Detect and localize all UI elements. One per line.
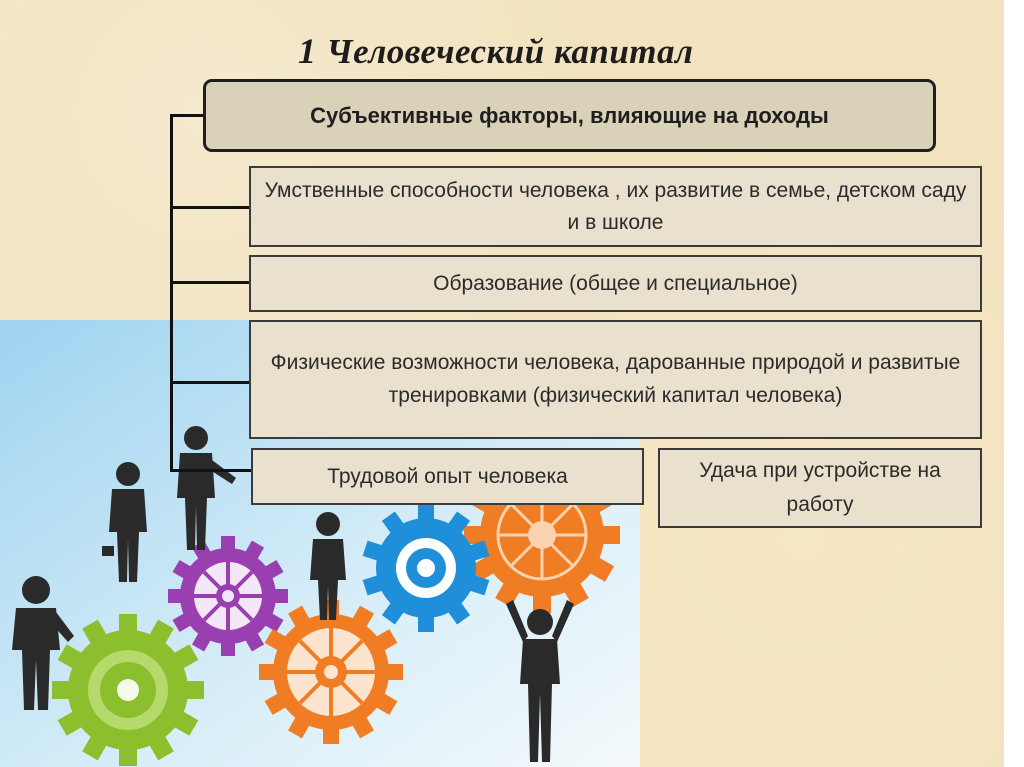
connector-to-main (170, 114, 205, 117)
factor-label: Удача при устройстве на работу (699, 459, 941, 516)
green-gear-icon (52, 614, 204, 766)
person-icon (177, 426, 236, 550)
person-icon (310, 512, 346, 620)
factor-label: Трудовой опыт человека (327, 464, 568, 488)
factor-label: Образование (общее и специальное) (433, 271, 798, 295)
factor-label: Физические возможности человека, дарован… (270, 350, 961, 407)
person-icon (506, 600, 574, 762)
factor-box-mental-abilities: Умственные способности человека , их раз… (249, 166, 982, 247)
factor-label: Умственные способности человека , их раз… (264, 179, 967, 234)
slide-margin (1004, 0, 1024, 767)
connector-to-factor-2 (170, 281, 251, 284)
subjective-factors-box: Субъективные факторы, влияющие на доходы (203, 79, 936, 152)
orange-gear-front-icon (259, 600, 403, 744)
connector-to-factor-3 (170, 381, 251, 384)
factor-box-education: Образование (общее и специальное) (249, 255, 982, 312)
title-number: 1 (298, 31, 317, 71)
people-silhouettes (12, 426, 574, 762)
business-people-gears-illustration (0, 320, 640, 767)
subjective-factors-label: Субъективные факторы, влияющие на доходы (310, 102, 829, 128)
person-icon (102, 462, 147, 582)
factor-box-job-luck: Удача при устройстве на работу (658, 448, 982, 528)
connector-vertical (170, 114, 173, 472)
connector-to-factor-4 (170, 469, 253, 472)
factor-box-physical-abilities: Физические возможности человека, дарован… (249, 320, 982, 439)
title-text: Человеческий капитал (326, 32, 694, 71)
person-icon (12, 576, 74, 710)
blue-gear-icon (362, 504, 490, 632)
purple-gear-icon (168, 536, 288, 656)
factor-box-work-experience: Трудовой опыт человека (251, 448, 644, 505)
connector-to-factor-1 (170, 206, 251, 209)
